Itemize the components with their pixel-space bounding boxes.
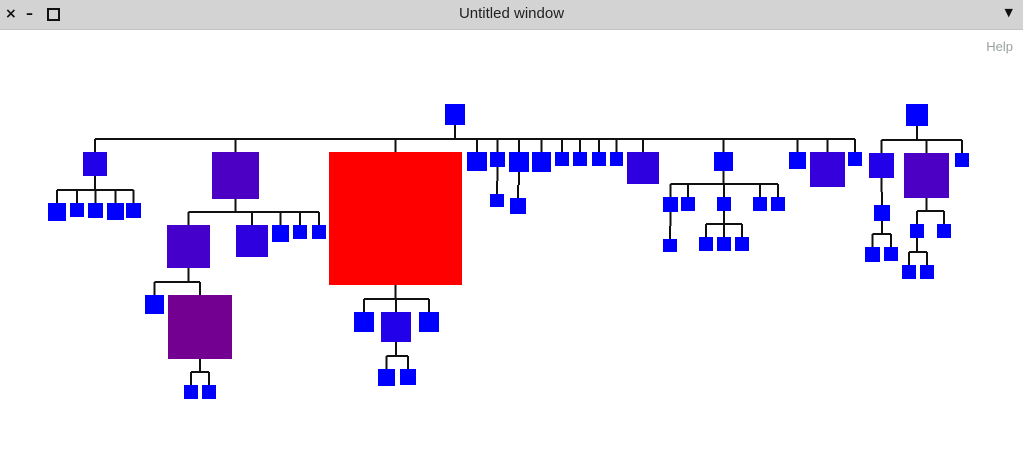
tree-node[interactable] — [329, 152, 462, 285]
tree-node[interactable] — [400, 369, 416, 385]
tree-node[interactable] — [184, 385, 198, 399]
tree-node[interactable] — [202, 385, 216, 399]
tree-node[interactable] — [145, 295, 164, 314]
tree-node[interactable] — [610, 152, 623, 166]
tree-node[interactable] — [312, 225, 326, 239]
tree-node[interactable] — [212, 152, 259, 199]
tree-node[interactable] — [663, 197, 678, 212]
maximize-icon[interactable] — [47, 8, 60, 21]
tree-node[interactable] — [869, 153, 894, 178]
tree-node[interactable] — [419, 312, 439, 332]
tree-node[interactable] — [573, 152, 587, 166]
tree-node[interactable] — [510, 198, 526, 214]
tree-node[interactable] — [83, 152, 107, 176]
tree-node[interactable] — [884, 247, 898, 261]
tree-node[interactable] — [906, 104, 928, 126]
tree-node[interactable] — [717, 237, 731, 251]
tree-node[interactable] — [490, 152, 505, 167]
tree-node[interactable] — [381, 312, 411, 342]
tree-node[interactable] — [167, 225, 210, 268]
tree-node[interactable] — [467, 152, 487, 171]
tree-node[interactable] — [293, 225, 307, 239]
tree-node[interactable] — [771, 197, 785, 211]
tree-node[interactable] — [107, 203, 124, 220]
tree-node[interactable] — [663, 239, 677, 252]
tree-node[interactable] — [920, 265, 934, 279]
tree-node[interactable] — [937, 224, 951, 238]
tree-node[interactable] — [848, 152, 862, 166]
window-title: Untitled window — [458, 5, 565, 22]
tree-node[interactable] — [699, 237, 713, 251]
tree-node[interactable] — [88, 203, 103, 218]
tree-node[interactable] — [874, 205, 890, 221]
tree-node[interactable] — [681, 197, 695, 211]
close-icon[interactable]: × — [5, 6, 17, 22]
tree-node[interactable] — [735, 237, 749, 251]
tree-node[interactable] — [445, 104, 465, 125]
tree-node[interactable] — [236, 225, 268, 257]
tree-node[interactable] — [717, 197, 731, 211]
tree-node[interactable] — [490, 194, 504, 207]
tree-node[interactable] — [592, 152, 606, 166]
tree-node[interactable] — [789, 152, 806, 169]
tree-node[interactable] — [354, 312, 374, 332]
tree-node[interactable] — [532, 152, 551, 172]
tree-node[interactable] — [509, 152, 529, 172]
tree-node[interactable] — [627, 152, 659, 184]
tree-node[interactable] — [168, 295, 232, 359]
tree-node[interactable] — [714, 152, 733, 171]
tree-node[interactable] — [555, 152, 569, 166]
tree-node[interactable] — [753, 197, 767, 211]
tree-node[interactable] — [902, 265, 916, 279]
tree-node[interactable] — [910, 224, 924, 238]
tree-node[interactable] — [48, 203, 66, 221]
tree-node[interactable] — [378, 369, 395, 386]
tree-node[interactable] — [70, 203, 84, 217]
title-bar[interactable]: × – Untitled window ▼ — [0, 0, 1023, 30]
tree-node[interactable] — [126, 203, 141, 218]
tree-node[interactable] — [810, 152, 845, 187]
tree-node[interactable] — [955, 153, 969, 167]
tree-node[interactable] — [272, 225, 289, 242]
tree-node[interactable] — [865, 247, 880, 262]
window-menu-icon[interactable]: ▼ — [1004, 6, 1013, 19]
minimize-icon[interactable]: – — [26, 6, 33, 22]
tree-node[interactable] — [904, 153, 949, 198]
help-link[interactable]: Help — [986, 39, 1013, 54]
